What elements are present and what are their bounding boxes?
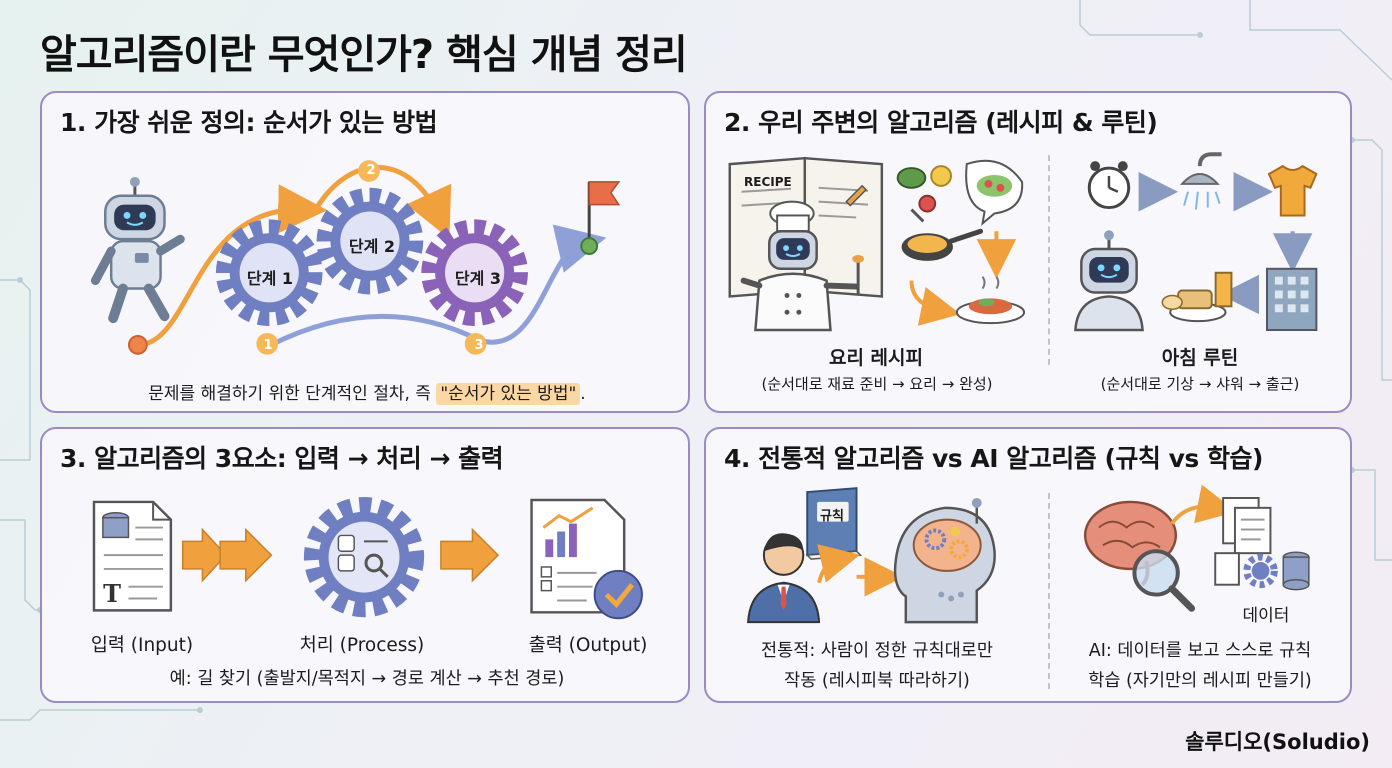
example-text: 예: 길 찾기 (출발지/목적지 → 경로 계산 → 추천 경로) (169, 669, 565, 689)
step-flow-illustration (90, 160, 621, 355)
step-badge-2-number: 2 (366, 163, 376, 178)
gear-step-2-icon (316, 187, 424, 295)
input-process-output-illustration (92, 497, 643, 620)
office-building-icon (1266, 267, 1318, 332)
rule-book-label: 규칙 (820, 509, 844, 524)
ai-desc-line1: AI: 데이터를 보고 스스로 규칙 (1088, 641, 1312, 661)
step-1-label: 단계 1 (246, 269, 294, 288)
frying-pan-icon (901, 208, 984, 261)
salad-bubble-icon (965, 159, 1024, 226)
caption-text: 문제를 해결하기 위한 단계적인 절차, 즉 (148, 384, 437, 404)
path-line-start (137, 184, 328, 348)
section-three-elements: 3. 알고리즘의 3요소: 입력 → 처리 → 출력 (40, 427, 690, 703)
step-badge-3 (464, 332, 487, 355)
breakfast-icon (1161, 271, 1233, 323)
caption-period: . (580, 384, 586, 404)
divider (1048, 493, 1050, 689)
step-badge-1-number: 1 (263, 338, 273, 353)
section-definition: 1. 가장 쉬운 정의: 순서가 있는 방법 (40, 91, 690, 413)
input-document-icon (92, 500, 173, 612)
section-title: 4. 전통적 알고리즘 vs AI 알고리즘 (규칙 vs 학습) (724, 444, 1263, 473)
section-everyday-algorithms: 2. 우리 주변의 알고리즘 (레시피 & 루틴) (704, 91, 1352, 413)
page-title: 알고리즘이란 무엇인가? 핵심 개념 정리 (40, 32, 688, 78)
process-gear-icon (303, 497, 425, 618)
brand-footer: 솔루디오(Soludio) (1185, 730, 1370, 754)
path-line-end (477, 224, 607, 345)
ai-desc-line2: 학습 (자기만의 레시피 만들기) (1088, 671, 1312, 691)
divider (1048, 155, 1050, 365)
section-title: 2. 우리 주변의 알고리즘 (레시피 & 루틴) (724, 108, 1158, 137)
traditional-desc-line2: 작동 (레시피북 따라하기) (784, 671, 970, 691)
data-files-icon (1214, 497, 1310, 591)
chef-robot-icon (740, 200, 865, 332)
gear-step-3-icon (421, 219, 528, 327)
step-2-label: 단계 2 (348, 237, 396, 256)
robot-walking-icon (90, 176, 185, 324)
recipe-label: 요리 레시피 (828, 347, 923, 369)
section-traditional-vs-ai: 4. 전통적 알고리즘 vs AI 알고리즘 (규칙 vs 학습) (704, 427, 1352, 703)
person-icon (747, 533, 821, 624)
gear-step-1-icon (215, 219, 323, 327)
arrow-right-icon (219, 527, 273, 583)
vegetables-icon (896, 165, 952, 213)
step-badge-2 (358, 160, 380, 182)
output-report-icon (530, 498, 643, 620)
process-label: 처리 (Process) (299, 635, 425, 656)
output-label: 출력 (Output) (528, 635, 648, 656)
magnifier-icon (1132, 549, 1196, 612)
section-title: 3. 알고리즘의 3요소: 입력 → 처리 → 출력 (60, 444, 504, 473)
step-3-label: 단계 3 (454, 269, 502, 288)
step-badge-3-number: 3 (474, 338, 484, 353)
shower-icon (1179, 152, 1222, 210)
finished-dish-icon (955, 276, 1026, 325)
goal-flag-icon (580, 181, 621, 255)
traditional-desc-line1: 전통적: 사람이 정한 규칙대로만 (761, 641, 993, 661)
path-line-bottom (270, 313, 480, 348)
caption-highlight: "순서가 있는 방법" (436, 383, 581, 405)
ai-robot-head-icon (893, 497, 996, 624)
definition-caption: 문제를 해결하기 위한 단계적인 절차, 즉 "순서가 있는 방법". (42, 379, 688, 405)
step-badge-1 (256, 332, 279, 355)
everyday-illustration (728, 152, 1318, 332)
routine-label: 아침 루틴 (1161, 347, 1239, 369)
arrow-right-icon (440, 527, 500, 583)
start-point-icon (127, 334, 148, 355)
alarm-clock-icon (1087, 161, 1131, 210)
recipe-steps: (순서대로 재료 준비 → 요리 → 완성) (761, 375, 993, 393)
routine-steps: (순서대로 기상 → 샤워 → 출근) (1100, 375, 1300, 393)
robot-icon (1074, 230, 1144, 332)
arrow-curve-icon (817, 544, 860, 584)
data-label: 데이터 (1242, 606, 1290, 626)
input-label: 입력 (Input) (90, 635, 194, 656)
comparison-illustration (747, 484, 1310, 624)
arrow-curve-icon (909, 280, 961, 326)
t-shirt-icon (1267, 164, 1318, 217)
input-doc-letter: T (103, 579, 121, 608)
section-title: 1. 가장 쉬운 정의: 순서가 있는 방법 (60, 108, 438, 137)
recipe-book-label: RECIPE (744, 175, 792, 189)
arrow-right-icon (181, 527, 228, 583)
arrow-curve-icon (1170, 484, 1237, 525)
